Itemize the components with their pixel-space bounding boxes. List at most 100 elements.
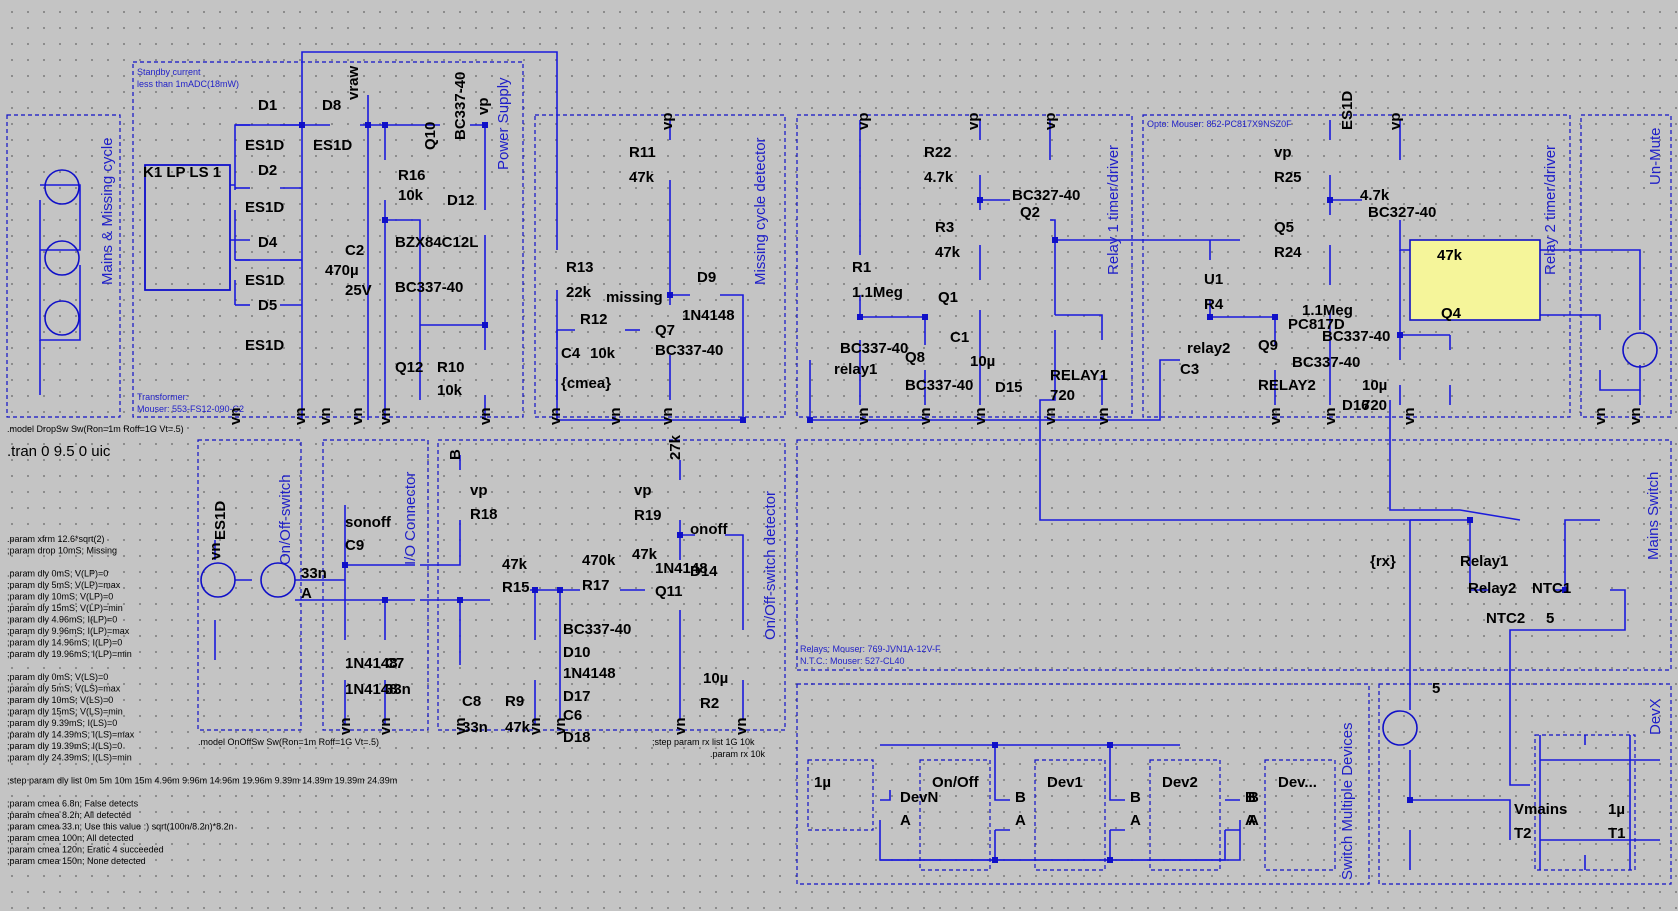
component-label: ES1D — [245, 199, 284, 216]
component-label: 10µ — [703, 670, 728, 687]
component-label: 47k — [935, 244, 961, 261]
component-label: ES1D — [245, 272, 284, 289]
param-line: ;param cmea 120n; Eratic 4 succeeded — [7, 845, 164, 855]
transformer-k1 — [144, 164, 231, 291]
component-label: R12 — [580, 311, 608, 328]
note-model-onoff: .model OnOffSw Sw(Ron=1m Roff=1G Vt=.5) — [198, 737, 379, 747]
component-label: R25 — [1274, 169, 1302, 186]
component-label: C1 — [950, 329, 969, 346]
param-line: ;param dly 10mS; V(LS)=0 — [7, 695, 113, 705]
param-line: ;param cmea 100n; All detected — [7, 833, 134, 843]
ground-label: vn — [377, 407, 394, 425]
note-standby-1: Standby current — [137, 67, 201, 77]
title-switch-multiple: Switch Multiple Devices — [1339, 722, 1356, 880]
source-vmains — [1382, 710, 1418, 746]
ground-label: vn — [547, 407, 564, 425]
component-label: 33n — [385, 681, 411, 698]
title-onoff-detector: On/Off-switch detector — [762, 491, 779, 640]
component-label: Q4 — [1441, 305, 1462, 322]
component-label: 33n — [301, 565, 327, 582]
component-label: ES1D — [212, 501, 229, 540]
component-label: R4 — [1204, 296, 1224, 313]
component-label: vp — [1387, 112, 1404, 130]
component-label: R9 — [505, 693, 524, 710]
component-label: 22k — [566, 284, 592, 301]
component-label: ES1D — [245, 137, 284, 154]
component-label: BC327-40 — [1012, 187, 1080, 204]
wires — [39, 51, 1660, 870]
component-label: R24 — [1274, 244, 1302, 261]
component-label: R1 — [852, 259, 871, 276]
component-label: BC337-40 — [905, 377, 973, 394]
component-label: vp — [965, 112, 982, 130]
component-labels: K1 LP LS 1D1ES1DD8ES1DvrawD2ES1DD4ES1DD5… — [0, 0, 1626, 842]
param-line: ;param dly 10mS; V(LP)=0 — [7, 592, 113, 602]
section-titles: Mains & Missing cycle Power Supply Missi… — [99, 77, 1664, 880]
component-label: A — [1015, 812, 1026, 829]
ground-label: vn — [337, 717, 354, 735]
component-label: relay1 — [834, 361, 877, 378]
component-label: C8 — [462, 693, 481, 710]
component-label: BZX84C12L — [395, 234, 478, 251]
title-missing-detector: Missing cycle detector — [752, 137, 769, 285]
component-label: R15 — [502, 579, 530, 596]
component-label: A — [1245, 812, 1256, 829]
component-label: R16 — [398, 167, 426, 184]
opto-u1 — [1409, 239, 1541, 321]
component-label: vp — [475, 97, 492, 115]
component-label: NTC2 — [1486, 610, 1525, 627]
ground-label: vn — [349, 407, 366, 425]
component-label: BC337-40 — [840, 340, 908, 357]
component-label: 27k — [667, 434, 684, 460]
component-label: 1N4148 — [655, 560, 708, 577]
component-label: R22 — [924, 144, 952, 161]
ground-label: vn — [659, 407, 676, 425]
component-label: 47k — [1437, 247, 1463, 264]
source-voltage-3 — [44, 300, 80, 336]
component-label: vp — [1042, 112, 1059, 130]
component-label: C9 — [345, 537, 364, 554]
component-label: On/Off — [932, 774, 980, 791]
component-label: Q11 — [655, 583, 683, 600]
component-label: missing — [606, 289, 663, 306]
component-label: C4 — [561, 345, 581, 362]
ground-label: vn — [917, 407, 934, 425]
dev2-box — [1034, 759, 1106, 871]
component-label: C3 — [1180, 361, 1199, 378]
ground-label: vn — [1592, 407, 1609, 425]
ground-label: vn — [527, 717, 544, 735]
component-label: BC337-40 — [395, 279, 463, 296]
component-label: 1µ — [814, 774, 831, 791]
component-label: 10k — [437, 382, 463, 399]
param-line: .param xfrm 12.6*sqrt(2) — [7, 534, 105, 544]
component-label: U1 — [1204, 271, 1223, 288]
ground-label: vn — [552, 717, 569, 735]
switch-onoff — [260, 562, 296, 598]
component-label: A — [1130, 812, 1141, 829]
component-label: C7 — [385, 655, 404, 672]
source-voltage-2 — [44, 240, 80, 276]
component-label: BC337-40 — [452, 72, 469, 140]
component-label: R3 — [935, 219, 954, 236]
param-line: ;param dly 0mS; V(LS)=0 — [7, 672, 108, 682]
devn-box — [1264, 759, 1336, 871]
component-label: 33n — [462, 719, 488, 736]
components — [44, 164, 1658, 871]
note-model-drop: .model DropSw Sw(Ron=1m Roff=1G Vt=.5) — [7, 424, 184, 434]
component-label: D9 — [697, 269, 716, 286]
component-label: Q2 — [1020, 204, 1040, 221]
title-power-supply: Power Supply — [495, 77, 512, 170]
component-label: D17 — [563, 688, 591, 705]
ground-label: vn — [477, 407, 494, 425]
component-label: Q7 — [655, 322, 675, 339]
component-label: Dev... — [1278, 774, 1317, 791]
component-label: PC817D — [1288, 316, 1345, 333]
ground-label: vn — [1401, 407, 1418, 425]
component-label: vp — [659, 112, 676, 130]
source-sonoff — [200, 562, 236, 598]
component-label: 1µ — [1608, 801, 1625, 818]
component-label: onoff — [690, 521, 728, 538]
title-onoff-switch: On/Off-switch — [277, 474, 294, 565]
